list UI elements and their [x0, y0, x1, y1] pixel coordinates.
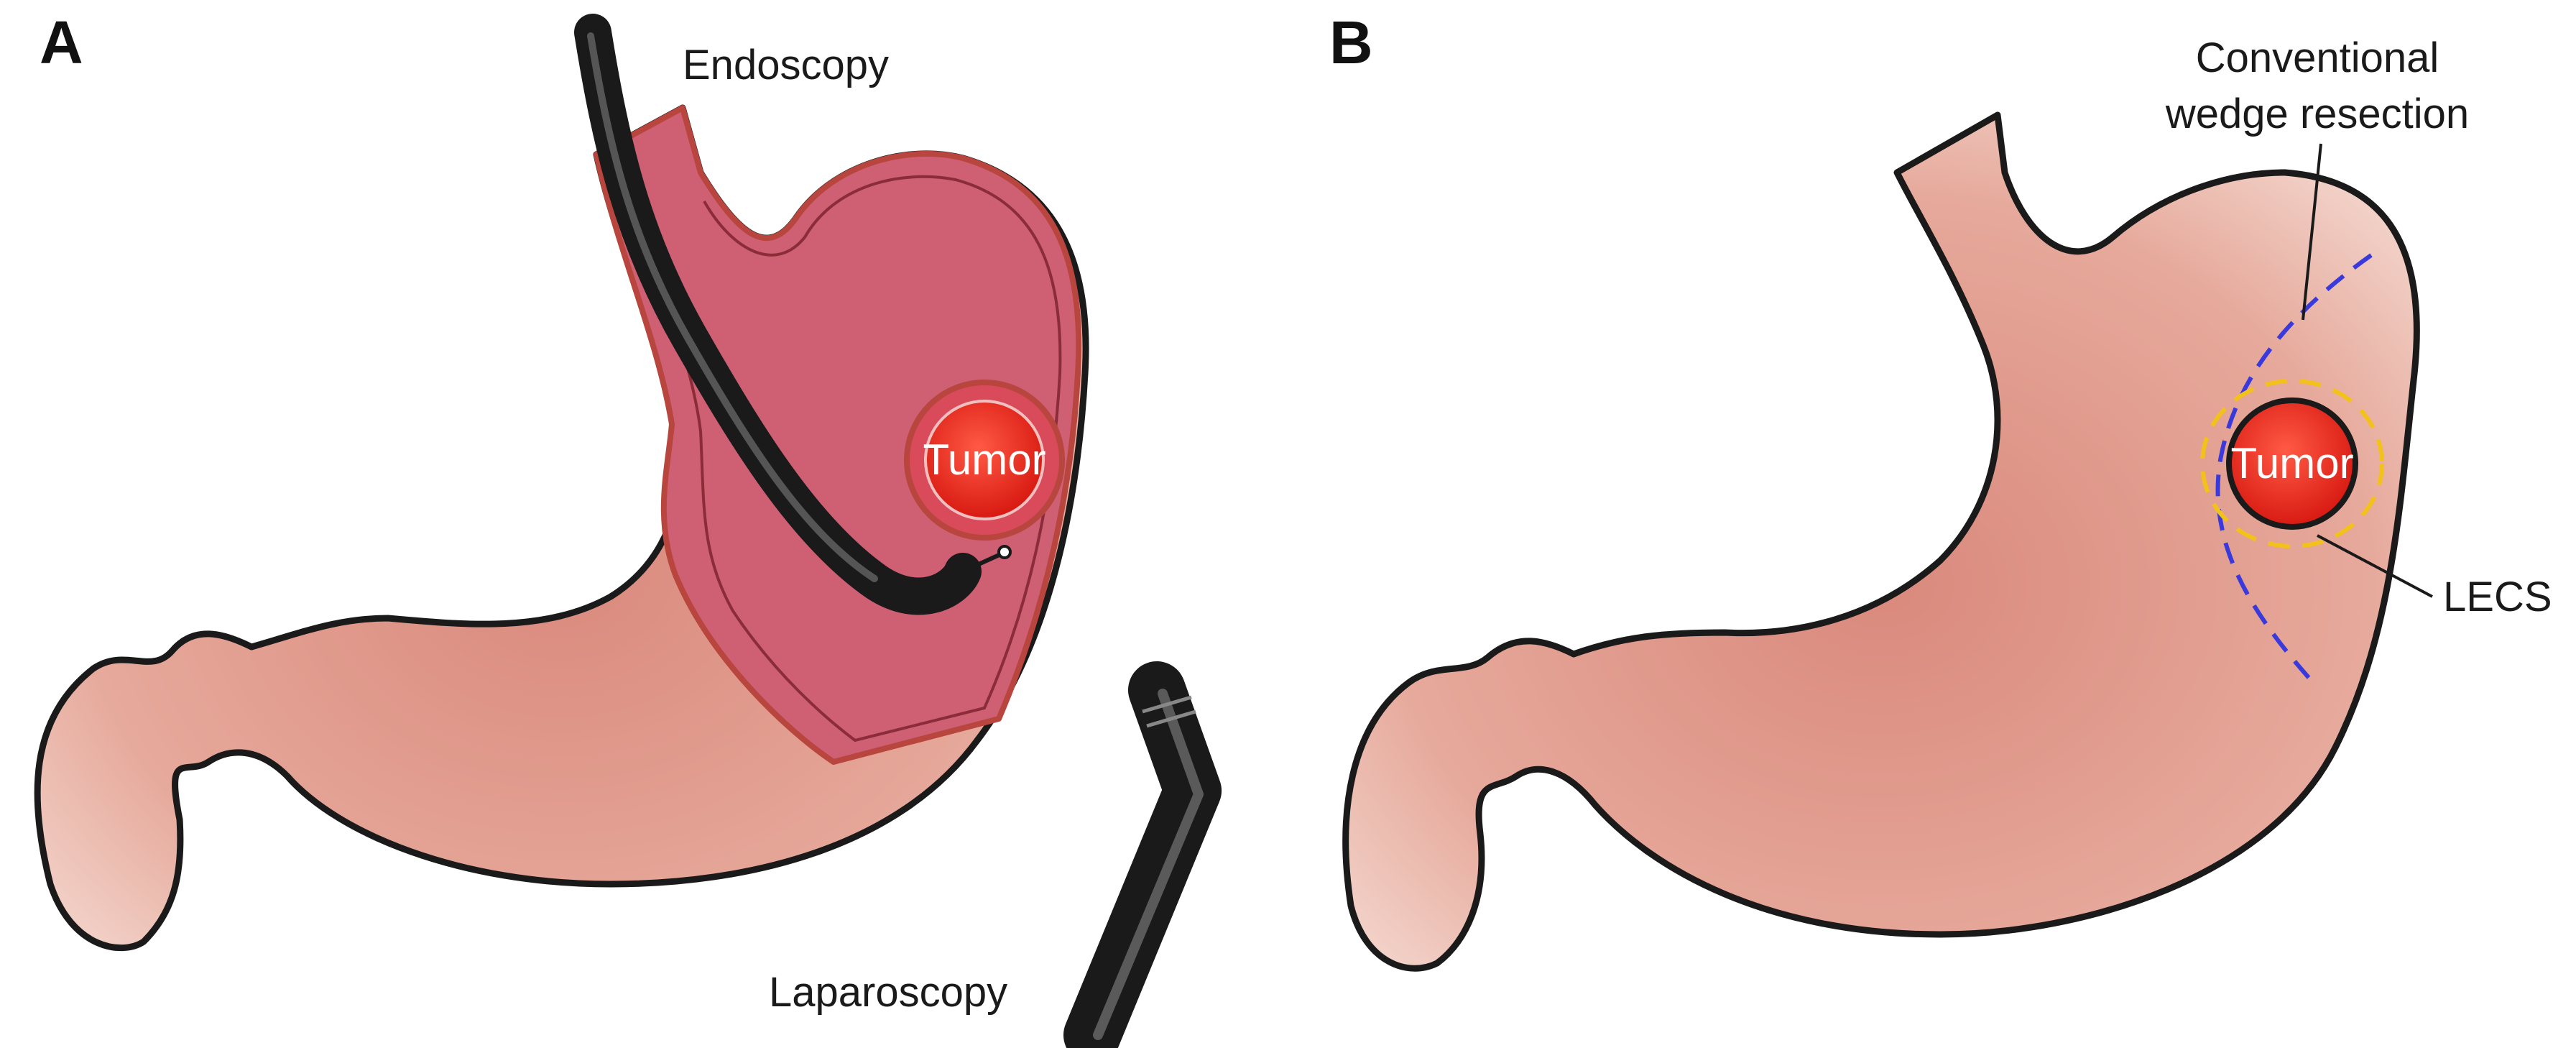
- endoscope-knife-tip: [997, 545, 1012, 559]
- endoscope-highlight: [587, 32, 878, 582]
- laparoscope-highlight: [1093, 689, 1204, 1040]
- tumor-b: [2226, 397, 2358, 530]
- laparoscope-band: [1146, 709, 1196, 728]
- wedge-leader: [2302, 143, 2322, 321]
- lecs-leader: [2317, 534, 2433, 598]
- panel-b: B Tumor Conventional wedge resection LEC…: [1329, 9, 2552, 972]
- lecs-label: LECS: [2443, 574, 2552, 620]
- panel-a: A Tumor Endoscopy Laparoscopy: [34, 9, 1222, 1048]
- endoscope-knife: [961, 551, 1004, 574]
- endoscopy-label: Endoscopy: [683, 42, 889, 88]
- tumor-a-label: Tumor: [923, 436, 1045, 484]
- stomach-b: [1342, 111, 2420, 972]
- laparoscope-band: [1142, 695, 1192, 714]
- panel-a-letter: A: [40, 9, 83, 76]
- panel-b-letter: B: [1329, 9, 1373, 76]
- conventional-label-line2: wedge resection: [2165, 91, 2469, 137]
- tumor-b-label: Tumor: [2230, 439, 2353, 487]
- wedge-resection-line: [2215, 253, 2373, 681]
- mucosa-line: [620, 168, 1062, 743]
- laparoscopy-label: Laparoscopy: [769, 969, 1007, 1016]
- conventional-label-line1: Conventional: [2196, 35, 2439, 81]
- tumor-a: [924, 400, 1045, 520]
- lecs-line: [2200, 379, 2384, 548]
